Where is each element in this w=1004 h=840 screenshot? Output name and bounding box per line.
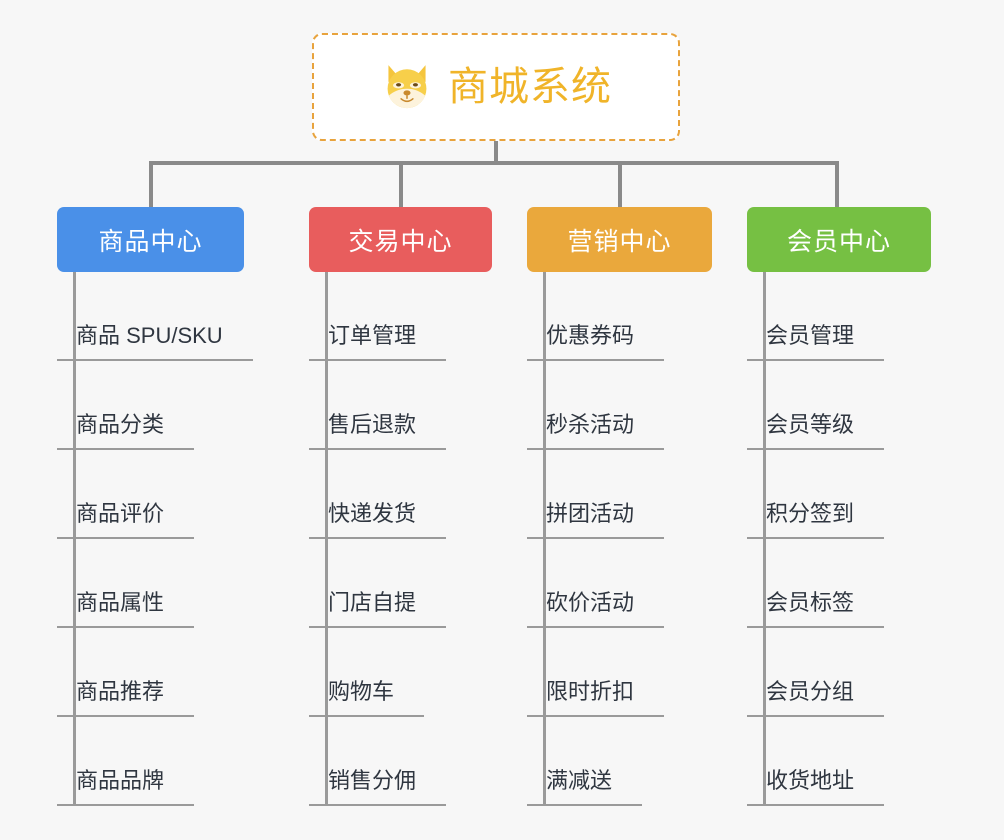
leaf-indent	[57, 359, 76, 450]
list-item-label: 会员标签	[766, 592, 885, 628]
branch-header-label: 交易中心	[348, 227, 453, 256]
root-node-title: 商城系统	[448, 65, 612, 109]
root-node-shop-system[interactable]: 商城系统	[312, 33, 680, 141]
list-item-label: 商品 SPU/SKU	[76, 325, 253, 361]
list-item-label: 收货地址	[766, 770, 885, 806]
list-item[interactable]: 商品品牌	[57, 717, 253, 806]
branch-header-label: 营销中心	[567, 227, 672, 256]
list-item-label: 销售分佣	[328, 770, 447, 806]
leaf-indent	[309, 448, 328, 539]
list-item[interactable]: 会员等级	[747, 359, 885, 450]
list-item-label: 快递发货	[328, 503, 447, 539]
leaf-indent	[309, 359, 328, 450]
list-item[interactable]: 优惠券码	[527, 270, 665, 361]
list-item-label: 商品品牌	[76, 770, 195, 806]
list-item-label: 满减送	[546, 770, 643, 806]
list-item-label: 拼团活动	[546, 503, 665, 539]
list-item[interactable]: 收货地址	[747, 715, 885, 806]
list-item-label: 售后退款	[328, 414, 447, 450]
leaf-indent	[57, 448, 76, 539]
branch-trunk-marketing-center	[543, 272, 546, 806]
list-item[interactable]: 商品推荐	[57, 628, 253, 717]
leaf-indent	[309, 537, 328, 628]
branch-header-member-center[interactable]: 会员中心	[747, 207, 931, 272]
list-item-label: 秒杀活动	[546, 414, 665, 450]
branch-trunk-member-center	[763, 272, 766, 806]
connector-drop-member-center	[835, 161, 839, 207]
branch-header-label: 商品中心	[98, 227, 203, 256]
list-item[interactable]: 商品属性	[57, 539, 253, 628]
leaf-indent	[527, 626, 546, 717]
branch-trunk-trade-center	[325, 272, 328, 806]
list-item[interactable]: 门店自提	[309, 537, 447, 628]
branch-header-trade-center[interactable]: 交易中心	[309, 207, 492, 272]
list-item[interactable]: 秒杀活动	[527, 359, 665, 450]
list-item[interactable]: 拼团活动	[527, 448, 665, 539]
list-item[interactable]: 会员标签	[747, 537, 885, 628]
list-item-label: 门店自提	[328, 592, 447, 628]
branch-header-product-center[interactable]: 商品中心	[57, 207, 244, 272]
list-item-label: 订单管理	[328, 325, 447, 361]
leaf-indent	[747, 359, 766, 450]
list-item-label: 限时折扣	[546, 681, 665, 717]
leaf-indent	[747, 537, 766, 628]
list-item[interactable]: 销售分佣	[309, 715, 447, 806]
leaf-indent	[309, 626, 328, 717]
list-item-label: 会员管理	[766, 325, 885, 361]
branch-header-marketing-center[interactable]: 营销中心	[527, 207, 712, 272]
leaf-indent	[527, 270, 546, 361]
leaf-indent	[527, 448, 546, 539]
list-item-label: 积分签到	[766, 503, 885, 539]
connector-drop-trade-center	[399, 161, 403, 207]
leaf-indent	[747, 626, 766, 717]
leaf-list-marketing-center: 优惠券码 秒杀活动 拼团活动 砍价活动 限时折扣 满减送	[527, 270, 665, 806]
leaf-indent	[527, 359, 546, 450]
list-item-label: 商品评价	[76, 503, 195, 539]
leaf-indent	[747, 448, 766, 539]
list-item-label: 购物车	[328, 681, 425, 717]
shiba-dog-face-icon	[387, 65, 427, 109]
connector-horizontal-bus	[149, 161, 839, 165]
list-item[interactable]: 售后退款	[309, 359, 447, 450]
list-item[interactable]: 满减送	[527, 717, 664, 806]
list-item[interactable]: 积分签到	[747, 448, 885, 539]
leaf-indent	[309, 715, 328, 806]
list-item[interactable]: 快递发货	[309, 448, 447, 539]
list-item[interactable]: 会员管理	[747, 270, 885, 361]
leaf-indent	[309, 270, 328, 361]
leaf-list-member-center: 会员管理 会员等级 积分签到 会员标签 会员分组 收货地址	[747, 270, 885, 806]
connector-drop-product-center	[149, 161, 153, 207]
list-item[interactable]: 限时折扣	[527, 626, 665, 717]
leaf-list-product-center: 商品 SPU/SKU 商品分类 商品评价 商品属性 商品推荐 商品品牌	[57, 272, 253, 806]
list-item[interactable]: 商品 SPU/SKU	[57, 272, 253, 361]
leaf-indent	[57, 537, 76, 628]
branch-header-label: 会员中心	[786, 227, 891, 256]
list-item[interactable]: 商品分类	[57, 361, 253, 450]
list-item[interactable]: 购物车	[309, 628, 446, 717]
list-item-label: 会员等级	[766, 414, 885, 450]
leaf-indent	[747, 715, 766, 806]
leaf-indent	[57, 270, 76, 361]
list-item-label: 商品属性	[76, 592, 195, 628]
list-item[interactable]: 商品评价	[57, 450, 253, 539]
leaf-list-trade-center: 订单管理 售后退款 快递发货 门店自提 购物车 销售分佣	[309, 270, 447, 806]
list-item-label: 会员分组	[766, 681, 885, 717]
leaf-indent	[527, 537, 546, 628]
connector-root-stem	[494, 141, 498, 165]
leaf-indent	[527, 715, 546, 806]
leaf-indent	[57, 715, 76, 806]
list-item-label: 商品分类	[76, 414, 195, 450]
list-item-label: 砍价活动	[546, 592, 665, 628]
list-item[interactable]: 会员分组	[747, 626, 885, 717]
list-item[interactable]: 砍价活动	[527, 537, 665, 628]
branch-trunk-product-center	[73, 272, 76, 806]
leaf-indent	[747, 270, 766, 361]
leaf-indent	[57, 626, 76, 717]
list-item[interactable]: 订单管理	[309, 270, 447, 361]
connector-drop-marketing-center	[618, 161, 622, 207]
list-item-label: 商品推荐	[76, 681, 195, 717]
list-item-label: 优惠券码	[546, 325, 665, 361]
